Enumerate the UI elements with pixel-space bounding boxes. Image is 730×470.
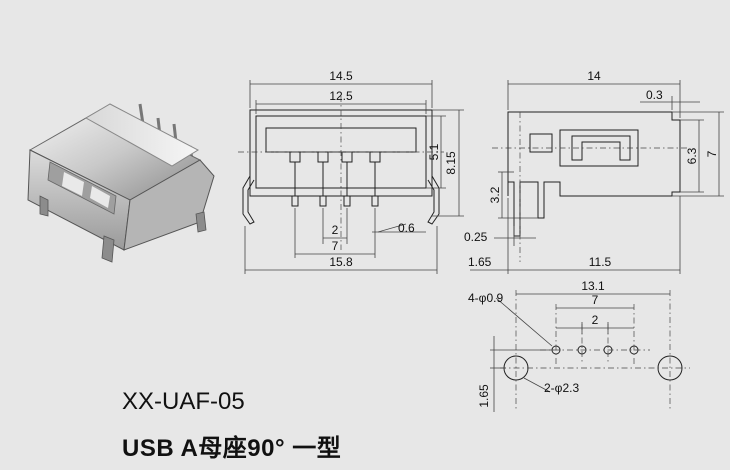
svg-text:7: 7 xyxy=(592,293,599,307)
front-leg-right xyxy=(427,175,440,225)
dim-standoff: 3.2 xyxy=(488,171,538,219)
pcb-layout: 13.1 7 2 4-φ0.9 2-φ2.3 1.65 xyxy=(468,279,690,412)
svg-text:0.25: 0.25 xyxy=(464,230,488,244)
svg-text:7: 7 xyxy=(705,150,719,157)
svg-text:15.8: 15.8 xyxy=(329,255,353,269)
dim-pins: 2 7 0.6 15.8 xyxy=(244,208,438,274)
svg-text:1.65: 1.65 xyxy=(477,384,491,408)
dim-overall-width: 14.5 xyxy=(249,69,433,108)
dim-pin-offset: 0.25 xyxy=(464,226,536,246)
dim-side-length: 14 0.3 xyxy=(507,69,700,118)
svg-text:4-φ0.9: 4-φ0.9 xyxy=(468,291,503,305)
svg-text:14.5: 14.5 xyxy=(329,69,353,83)
dim-heights: 5.1 8.15 xyxy=(426,109,464,217)
svg-text:11.5: 11.5 xyxy=(589,255,612,269)
svg-text:8.15: 8.15 xyxy=(444,151,458,175)
svg-text:2: 2 xyxy=(332,223,339,237)
svg-text:5.1: 5.1 xyxy=(427,143,441,160)
front-pins xyxy=(291,195,379,207)
photo-leg xyxy=(101,235,115,263)
svg-text:2-φ2.3: 2-φ2.3 xyxy=(544,381,579,395)
dim-side-heights: 6.3 7 xyxy=(672,111,724,197)
svg-text:13.1: 13.1 xyxy=(581,279,605,293)
svg-text:7: 7 xyxy=(332,239,339,253)
svg-text:0.6: 0.6 xyxy=(398,221,415,235)
front-leg-left xyxy=(242,175,255,225)
side-body-outline xyxy=(507,111,681,237)
product-photo xyxy=(27,103,215,263)
svg-text:14: 14 xyxy=(587,69,601,83)
photo-shell-side xyxy=(123,159,215,251)
svg-text:6.3: 6.3 xyxy=(685,147,699,164)
svg-text:0.3: 0.3 xyxy=(646,88,663,102)
svg-text:1.65: 1.65 xyxy=(468,255,492,269)
front-view: 14.5 12.5 5.1 8.15 2 xyxy=(238,69,464,274)
side-view: 14 0.3 6.3 7 3.2 0.25 xyxy=(464,69,724,274)
svg-text:2: 2 xyxy=(592,313,599,327)
svg-text:3.2: 3.2 xyxy=(488,186,502,203)
svg-text:12.5: 12.5 xyxy=(329,89,353,103)
dim-side-bottom: 1.65 11.5 xyxy=(468,196,681,274)
photo-tongue xyxy=(84,103,200,167)
dim-inner-width: 12.5 xyxy=(255,89,427,114)
product-model: XX-UAF-05 xyxy=(122,388,245,415)
product-description: USB A母座90° 一型 xyxy=(122,435,342,462)
